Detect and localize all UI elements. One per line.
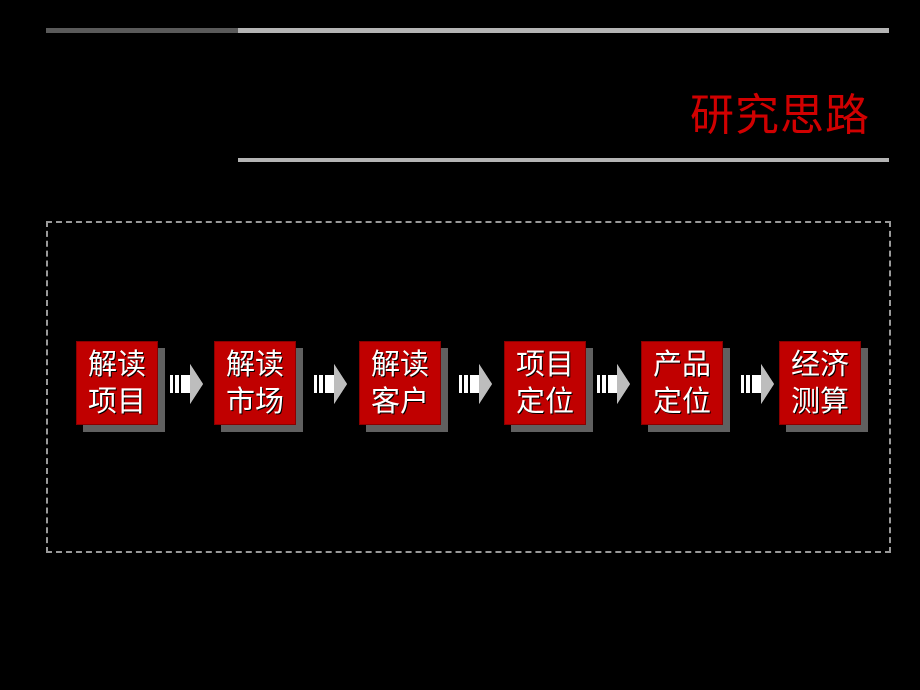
chevron-right-arrow-icon: [314, 364, 347, 404]
step-label-line2: 定位: [515, 384, 574, 418]
step-label-line2: 项目: [87, 384, 146, 418]
step-box: 解读 市场: [214, 341, 296, 425]
header-rule-light: [238, 28, 889, 33]
step-label-line2: 客户: [370, 384, 429, 418]
step-label-line1: 项目: [515, 347, 574, 381]
step-label-line1: 产品: [652, 347, 711, 381]
chevron-right-arrow-icon: [459, 364, 492, 404]
step-box: 项目 定位: [504, 341, 586, 425]
step-box: 产品 定位: [641, 341, 723, 425]
step-box: 解读 项目: [76, 341, 158, 425]
step-label-line2: 市场: [225, 384, 284, 418]
step-jiedu-kehu: 解读 客户: [359, 341, 448, 432]
step-label-line2: 测算: [790, 384, 849, 418]
chevron-right-arrow-icon: [741, 364, 774, 404]
step-jingji-cesuan: 经济 测算: [779, 341, 868, 432]
process-frame: [46, 221, 891, 553]
step-label-line1: 解读: [225, 347, 284, 381]
title-underline-rule: [238, 158, 889, 162]
step-box: 经济 测算: [779, 341, 861, 425]
step-label-line1: 经济: [790, 347, 849, 381]
header-rule-dark: [46, 28, 238, 33]
chevron-right-arrow-icon: [597, 364, 630, 404]
step-box: 解读 客户: [359, 341, 441, 425]
step-jiedu-shichang: 解读 市场: [214, 341, 303, 432]
step-label-line1: 解读: [370, 347, 429, 381]
step-label-line1: 解读: [87, 347, 146, 381]
slide-title: 研究思路: [690, 90, 870, 141]
step-label-line2: 定位: [652, 384, 711, 418]
chevron-right-arrow-icon: [170, 364, 203, 404]
step-jiedu-xiangmu: 解读 项目: [76, 341, 165, 432]
step-xiangmu-dingwei: 项目 定位: [504, 341, 593, 432]
step-chanpin-dingwei: 产品 定位: [641, 341, 730, 432]
